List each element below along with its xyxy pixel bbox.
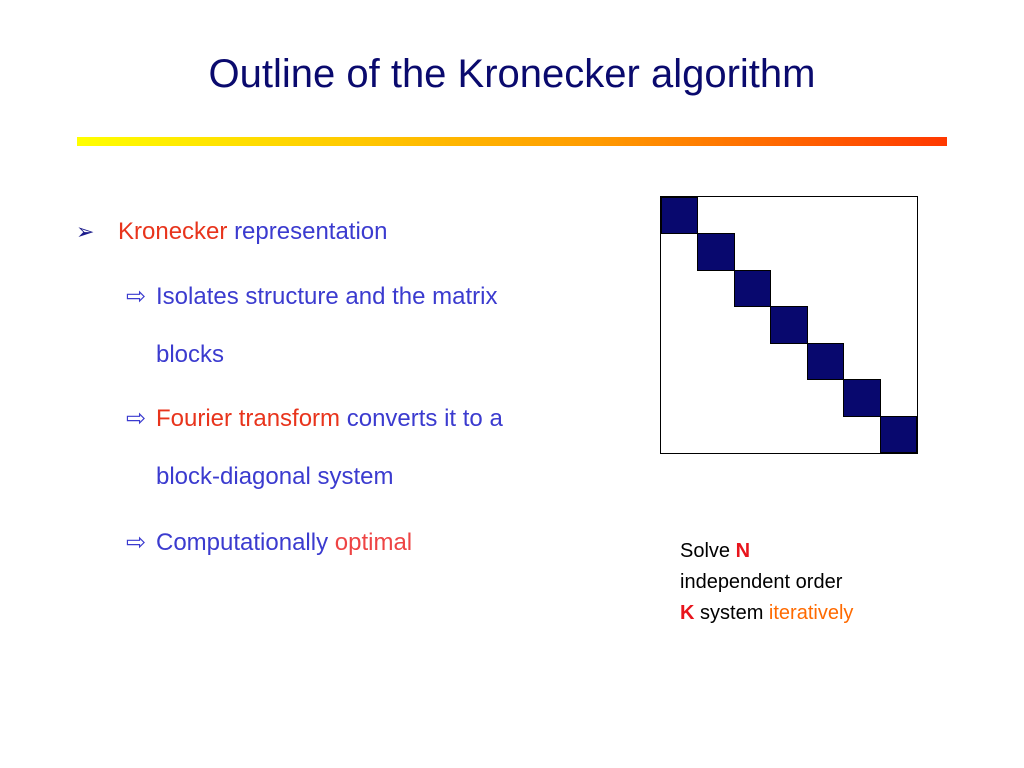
note-line-3: K system iteratively — [680, 598, 853, 629]
arrowhead-bullet-icon: ➢ — [76, 219, 95, 244]
matrix-diagonal-block — [806, 342, 845, 381]
subbullet-fourier-transform: ⇨ Fourier transform converts it to a bloc… — [126, 390, 596, 506]
subbullet-line1: Isolates structure and the matrix — [156, 283, 498, 310]
outline-arrow-icon: ⇨ — [126, 283, 147, 310]
subbullet-highlight: Fourier transform — [156, 405, 341, 432]
note-line-2: independent order — [680, 571, 843, 593]
subbullet-line2: blocks — [156, 341, 225, 368]
matrix-diagonal-block — [770, 306, 808, 344]
title-gradient-rule — [77, 137, 947, 146]
note-line-1: Solve N — [680, 536, 853, 567]
matrix-diagonal-block — [661, 197, 699, 235]
bullet-list: ➢ Kronecker representation ⇨ Isolates stru… — [76, 216, 596, 572]
slide-title: Outline of the Kronecker algorithm — [208, 52, 816, 96]
matrix-diagonal-block — [733, 269, 772, 308]
matrix-diagonal-block — [879, 415, 917, 453]
bullet-kronecker-representation: ➢ Kronecker representation — [76, 216, 388, 248]
matrix-diagonal-block — [697, 233, 735, 271]
matrix-diagonal-block — [843, 379, 881, 417]
subbullet-line2: block-diagonal system — [156, 463, 394, 490]
subbullet-line1: converts it to a — [346, 405, 503, 432]
subbullet-highlight: optimal — [334, 529, 413, 556]
note-system: system — [700, 602, 764, 624]
note-iteratively: iteratively — [768, 602, 854, 624]
outline-arrow-icon: ⇨ — [126, 529, 147, 556]
bullet-highlight: Kronecker — [118, 218, 228, 245]
subbullet-isolates-structure: ⇨ Isolates structure and the matrix block… — [126, 268, 596, 384]
block-diagonal-matrix-figure — [660, 196, 918, 454]
note-n: N — [735, 540, 751, 562]
subbullet-computationally-optimal: ⇨ Computationally optimal — [126, 514, 596, 572]
outline-arrow-icon: ⇨ — [126, 405, 147, 432]
solve-note: Solve N independent order K system itera… — [680, 536, 853, 629]
note-solve: Solve — [680, 540, 731, 562]
subbullet-lead: Computationally — [156, 529, 329, 556]
note-k: K — [680, 602, 695, 624]
bullet-text: representation — [234, 218, 388, 245]
